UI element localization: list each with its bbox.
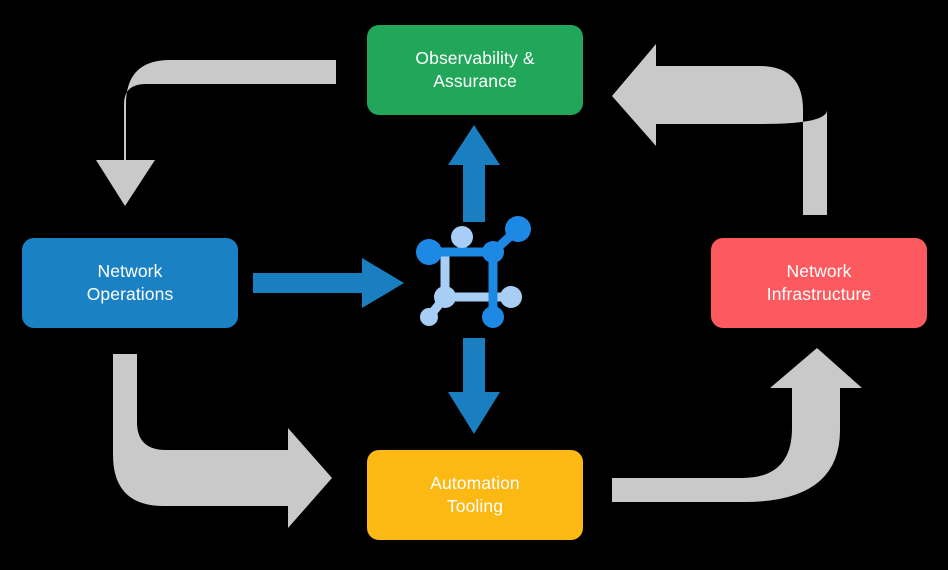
gray-arrow-automation-to-infrastructure xyxy=(612,348,862,502)
gray-arrow-infrastructure-to-observability xyxy=(612,44,827,215)
network-topology-icon xyxy=(416,216,531,328)
gray-arrow-operations-to-automation xyxy=(113,354,332,528)
network-nodes-secondary xyxy=(420,226,522,326)
node-box-infrastructure[interactable]: Network Infrastructure xyxy=(711,238,927,328)
node-box-observability[interactable]: Observability & Assurance xyxy=(367,25,583,115)
network-nodes-primary xyxy=(416,216,531,328)
node-box-automation[interactable]: Automation Tooling xyxy=(367,450,583,540)
blue-arrow-center-to-observability xyxy=(448,125,500,222)
node-box-operations[interactable]: Network Operations xyxy=(22,238,238,328)
blue-arrow-center-to-automation xyxy=(448,338,500,434)
blue-arrow-operations-to-center xyxy=(253,258,404,308)
gray-arrow-observability-to-operations xyxy=(96,60,336,206)
